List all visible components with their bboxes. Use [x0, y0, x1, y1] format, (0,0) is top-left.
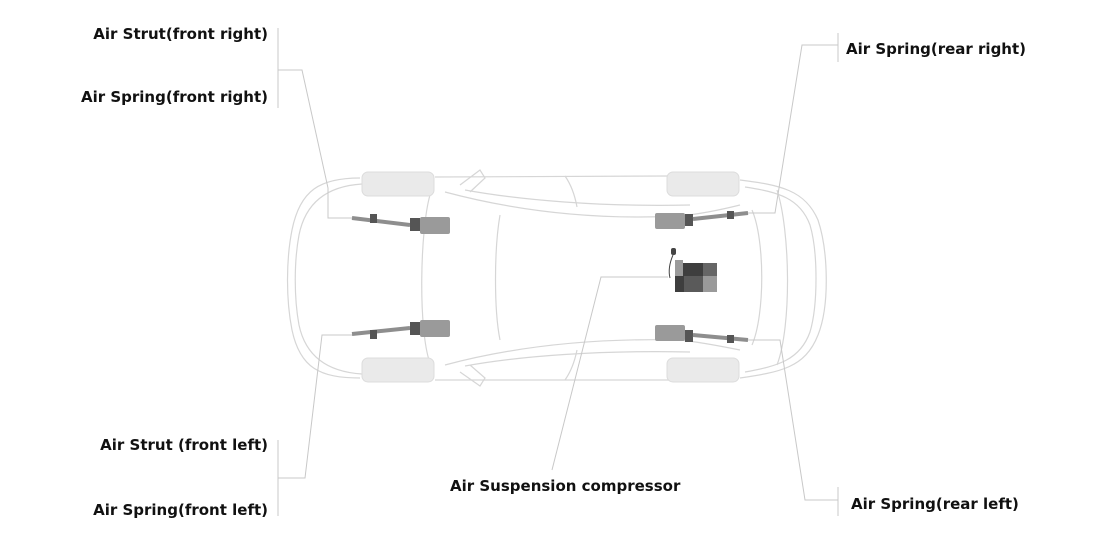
car-outline [286, 169, 827, 387]
air-strut-front-right [351, 214, 450, 234]
wheels [361, 171, 740, 383]
label-air-suspension-compressor: Air Suspension compressor [450, 477, 681, 495]
air-spring-rear-right [655, 211, 749, 229]
label-air-spring-front-left: Air Spring(front left) [93, 501, 268, 519]
air-suspension-compressor [668, 248, 717, 292]
label-air-spring-rear-right: Air Spring(rear right) [846, 40, 1027, 58]
label-air-strut-front-left: Air Strut (front left) [100, 436, 268, 454]
label-air-spring-front-right: Air Spring(front right) [80, 88, 268, 106]
wheel-front-left [361, 357, 435, 383]
leader-lines [277, 28, 839, 516]
label-air-spring-rear-left: Air Spring(rear left) [851, 495, 1019, 513]
wheel-rear-left [666, 357, 740, 383]
wheel-front-right [361, 171, 435, 197]
air-spring-rear-left [655, 325, 749, 343]
wheel-rear-right [666, 171, 740, 197]
label-air-strut-front-right: Air Strut(front right) [93, 25, 268, 43]
air-strut-front-left [351, 320, 450, 339]
